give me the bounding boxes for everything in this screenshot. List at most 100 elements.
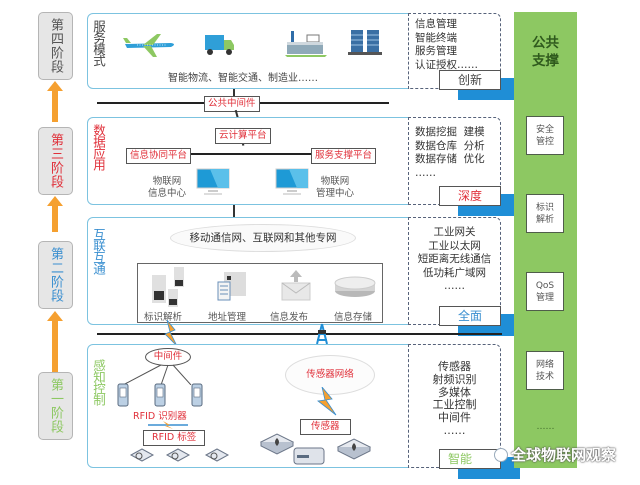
side-list-item: 射频识别 — [432, 372, 477, 386]
factory-icon — [285, 31, 327, 57]
support-title: 公共支撑 — [532, 35, 559, 69]
cloud-platform-label: 云计算平台 — [215, 128, 271, 144]
rfid-reader-icon — [117, 383, 129, 407]
truck-icon — [205, 35, 234, 55]
side-list-item: …… — [444, 280, 465, 292]
network-tag: 全面 — [439, 306, 501, 326]
sensing-tag: 智能 — [439, 449, 501, 469]
data-side-panel: 数据挖掘 建模数据仓库 分析数据存储 优化…… 深度 — [408, 117, 520, 216]
watermark: 全球物联网观察 — [494, 444, 616, 465]
network-service-label: 信息存储 — [334, 312, 373, 323]
sensor-label: 传感器 — [300, 419, 351, 435]
side-list-item: 工业控制 — [432, 398, 477, 412]
envelope-icon — [281, 270, 311, 301]
rfid-tag-label: RFID 标签 — [143, 430, 206, 446]
service-caption: 智能物流、智能交通、制造业…… — [168, 73, 318, 84]
sensing-side-panel: 传感器射频识别多媒体工业控制中间件…… 智能 — [408, 344, 520, 479]
watermark-text: 全球物联网观察 — [511, 446, 617, 464]
arrow-up-icon — [47, 311, 63, 372]
service-tag: 创新 — [439, 70, 501, 90]
mgmt-center-line1: 物联网 — [320, 176, 350, 187]
airplane-icon — [123, 34, 174, 57]
service-side-panel: 信息管理智能终端服务管理认证授权…… 创新 — [408, 13, 520, 100]
connector-line — [233, 205, 235, 217]
network-layer: 互联互通 移动通信网、互联网和其他专网 标识解析地址管理信息发布信息存储 — [87, 217, 520, 336]
side-list-item: 传感器 — [438, 360, 471, 373]
public-support-column: 公共支撑 安全管控 标识解析 QoS 管理 网络技术 …… — [514, 12, 577, 468]
sensor-device-icon — [336, 438, 372, 460]
rfid-tag-icon — [129, 448, 155, 462]
info-collab-platform-label: 信息协同平台 — [126, 148, 192, 164]
mgmt-center-label: 物联网 管理中心 — [316, 176, 354, 200]
arrow-up-icon — [47, 81, 63, 122]
side-list-item: 多媒体 — [438, 385, 471, 399]
connector-line — [233, 89, 235, 96]
rfid-tag-icon — [204, 448, 230, 462]
monitor-icon — [196, 168, 230, 195]
sensing-layer: 感知控制 中间件 RFID 识别器 RFID 标签 传感器网络 传感器 传感器射… — [87, 344, 520, 479]
storage-disk-icon — [334, 276, 376, 297]
building-icon — [348, 30, 382, 55]
side-list-item: 中间件 — [438, 411, 471, 425]
stage-4: 第四阶段 — [38, 12, 73, 80]
sensor-device-icon — [259, 433, 295, 455]
side-list-item: 信息管理 — [415, 18, 457, 30]
data-layer-title: 数据应用 — [91, 124, 106, 170]
platform-bus — [184, 153, 312, 155]
side-list-item: …… — [415, 166, 436, 179]
support-item-label: 安全管控 — [535, 124, 554, 147]
support-item-label: 网络技术 — [535, 359, 554, 382]
support-item-qos: QoS 管理 — [526, 272, 564, 311]
side-list-item: 数据仓库 分析 — [415, 139, 485, 152]
wireless-signal-icon — [148, 421, 188, 429]
data-tag: 深度 — [439, 186, 501, 206]
side-list-item: 工业以太网 — [428, 239, 481, 252]
side-list-item: 短距离无线通信 — [417, 253, 492, 265]
arrow-up-icon — [47, 196, 63, 232]
rfid-reader-label: RFID 识别器 — [133, 411, 187, 422]
address-management-icon — [217, 272, 246, 301]
side-list-item: 工业网关 — [433, 226, 476, 238]
side-list-item: 智能终端 — [415, 31, 457, 44]
sensor-network-cloud: 传感器网络 — [285, 355, 375, 395]
info-center-line2: 信息中心 — [148, 188, 187, 199]
info-center-label: 物联网 信息中心 — [148, 176, 186, 200]
access-bus — [97, 333, 502, 335]
network-cloud: 移动通信网、互联网和其他专网 — [170, 224, 356, 252]
side-list-item: 数据存储 优化 — [415, 153, 485, 165]
sensor-device-icon — [293, 447, 325, 465]
info-center-line1: 物联网 — [152, 176, 182, 187]
network-service-label: 地址管理 — [208, 312, 247, 323]
network-service-label: 信息发布 — [270, 312, 309, 323]
support-item-identification: 标识解析 — [526, 194, 564, 233]
support-item-network-tech: 网络技术 — [526, 351, 564, 390]
rfid-reader-icon — [154, 383, 166, 407]
rfid-reader-icon — [191, 383, 203, 407]
network-services-box: 标识解析 地址管理 信息发布 信息存储 — [137, 263, 383, 323]
data-application-layer: 数据应用 云计算平台 信息协同平台 服务支撑平台 物联网 信息中心 物联网 管理… — [87, 117, 520, 216]
rfid-tag-icon — [165, 448, 191, 462]
support-item-label: 标识解析 — [535, 202, 554, 225]
mgmt-center-line2: 管理中心 — [316, 188, 355, 199]
support-item-security: 安全管控 — [526, 116, 564, 155]
lightning-icon — [317, 387, 337, 416]
tower-icon — [316, 323, 328, 345]
monitor-icon — [275, 168, 309, 195]
side-list-item: 低功耗广域网 — [423, 266, 486, 279]
public-middleware-label: 公共中间件 — [204, 96, 260, 112]
support-ellipsis: …… — [536, 422, 555, 432]
service-layer: 服务模式 智能物流、智能交通、制造业…… 信息管理智能终端服务管理认证授权…… … — [87, 13, 520, 100]
support-item-label: QoS 管理 — [535, 280, 555, 303]
stage-3: 第三阶段 — [38, 127, 73, 195]
network-service-label: 标识解析 — [144, 312, 183, 323]
side-list-item: 认证授权…… — [415, 58, 478, 71]
service-support-platform-label: 服务支撑平台 — [311, 148, 377, 164]
reader-links — [122, 364, 192, 385]
stage-2: 第二阶段 — [38, 241, 73, 309]
side-list-item: 数据挖掘 建模 — [415, 126, 485, 138]
side-list-item: 服务管理 — [415, 45, 457, 57]
service-layer-title: 服务模式 — [91, 20, 106, 66]
server-icon — [152, 267, 184, 307]
stage-1: 第一阶段 — [38, 372, 73, 440]
sensing-layer-title: 感知控制 — [91, 359, 106, 405]
